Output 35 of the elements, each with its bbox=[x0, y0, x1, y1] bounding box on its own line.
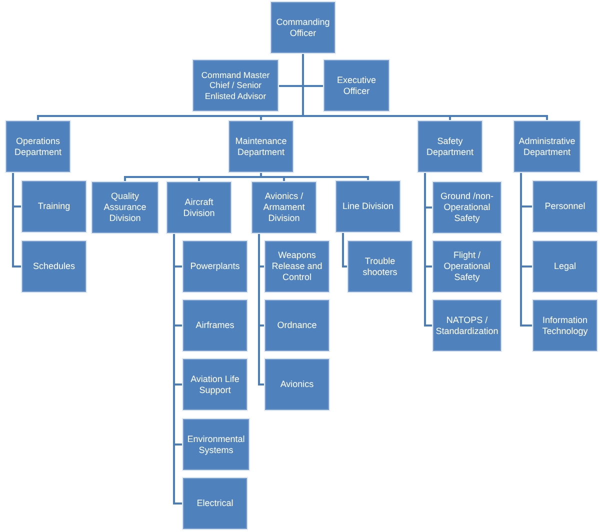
org-chart-box: Airframes bbox=[183, 300, 247, 351]
org-chart-box: Operations Department bbox=[6, 121, 70, 172]
org-chart-box: Electrical bbox=[183, 478, 247, 529]
org-chart-box: Ground /non-Operational Safety bbox=[433, 182, 501, 233]
org-chart-box: Aviation Life Support bbox=[183, 359, 247, 410]
connector-line bbox=[342, 232, 348, 268]
org-chart-box: Environmental Systems bbox=[183, 419, 249, 470]
org-chart-box: Command Master Chief / Senior Enlisted Advisor bbox=[193, 60, 278, 111]
org-chart-box: Executive Officer bbox=[324, 60, 389, 111]
org-chart-box: Administrative Department bbox=[514, 121, 580, 172]
org-chart-box: Information Technology bbox=[533, 300, 597, 351]
org-chart-box: NATOPS / Standardization bbox=[433, 300, 501, 351]
org-chart-box: Schedules bbox=[22, 241, 86, 292]
connector-line bbox=[520, 172, 533, 326]
connector-line bbox=[260, 172, 369, 181]
org-chart-box: Ordnance bbox=[265, 300, 329, 351]
org-chart-box: Safety Department bbox=[418, 121, 482, 172]
org-chart-box: Quality Assurance Division bbox=[92, 182, 158, 233]
org-chart-box: Legal bbox=[533, 241, 597, 292]
connector-line bbox=[302, 53, 548, 121]
org-chart-box: Personnel bbox=[533, 181, 597, 232]
org-chart-box: Trouble shooters bbox=[348, 241, 412, 292]
org-chart-box: Weapons Release and Control bbox=[265, 241, 329, 292]
org-chart-box: Avionics bbox=[265, 359, 329, 410]
org-chart-box: Flight / Operational Safety bbox=[433, 241, 501, 292]
org-chart-box: Training bbox=[22, 181, 86, 232]
org-chart-box: Powerplants bbox=[183, 241, 247, 292]
org-chart-box: Avionics / Armament Division bbox=[252, 182, 316, 233]
org-chart-box: Commanding Officer bbox=[271, 2, 335, 53]
connector-line bbox=[173, 233, 183, 504]
org-chart-box: Maintenance Department bbox=[229, 121, 293, 172]
connector-line bbox=[12, 172, 22, 268]
org-chart-box: Line Division bbox=[336, 181, 400, 232]
org-chart-box: Aircraft Division bbox=[167, 182, 231, 233]
connector-line bbox=[258, 233, 265, 386]
